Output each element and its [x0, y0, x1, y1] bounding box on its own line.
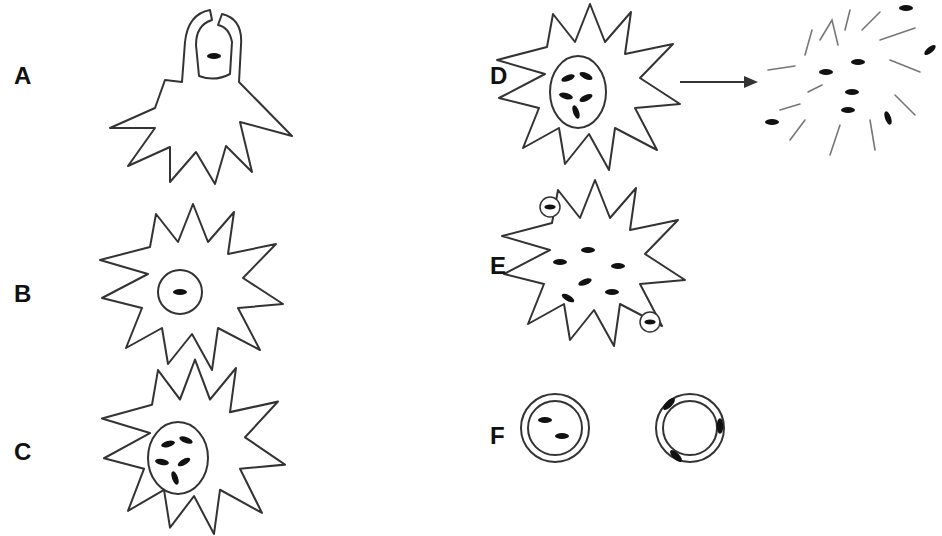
panel-letter: A: [14, 64, 31, 88]
panel-letter: B: [14, 282, 31, 306]
amoeba-phagosome: [100, 204, 283, 370]
panel-letter: C: [14, 440, 31, 464]
panel-letter: F: [490, 424, 505, 448]
amoeba-lysis: [497, 4, 937, 170]
amoeba-infected: [502, 180, 685, 346]
panel-letter: E: [490, 254, 506, 278]
amoeba-cysts: [521, 394, 724, 464]
amoeba-uptake: [110, 10, 292, 184]
amoeba-replication: [102, 360, 285, 534]
panel-letter: D: [490, 64, 507, 88]
